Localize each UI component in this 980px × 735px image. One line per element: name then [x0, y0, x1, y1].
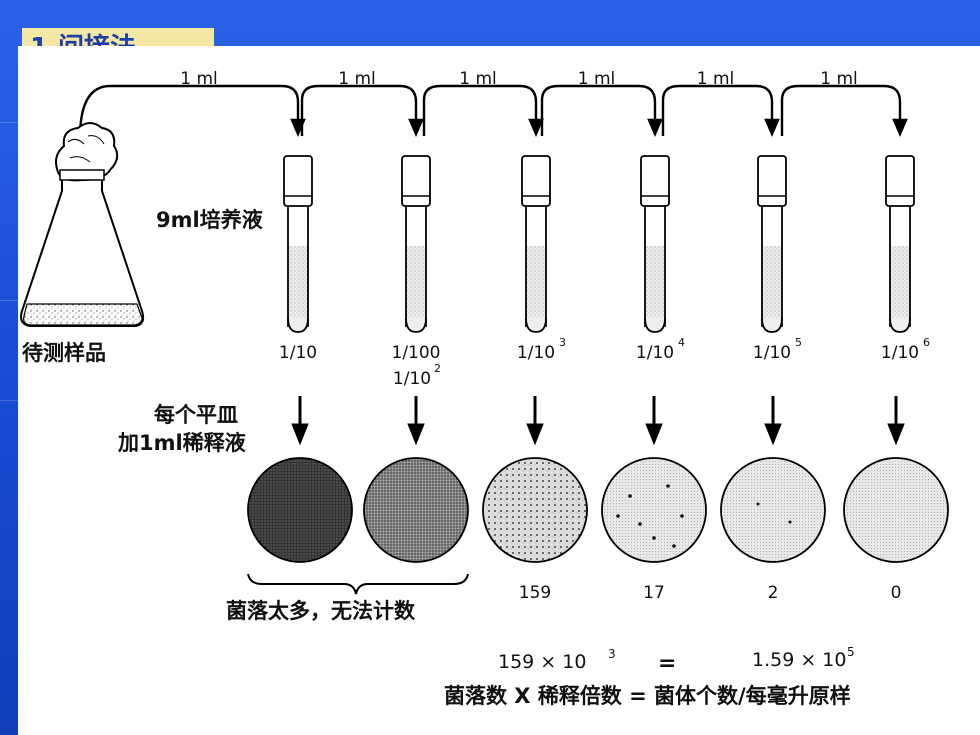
- transfer-label: 1 ml: [820, 69, 858, 89]
- dilution-exponent: 3: [559, 336, 566, 349]
- colony: [652, 536, 656, 540]
- formula-caption: 菌落数 X 稀释倍数 = 菌体个数/每毫升原样: [444, 684, 851, 708]
- down-arrowhead: [764, 423, 782, 446]
- dilution-label: 1/100: [392, 343, 441, 363]
- sample-flask-icon: [20, 122, 145, 327]
- dilution-label: 1/10: [517, 343, 555, 363]
- transfer-arrowhead: [647, 118, 663, 138]
- dilution-label: 1/10: [636, 343, 674, 363]
- dilution-label: 1/10: [881, 343, 919, 363]
- dilution-exponent: 5: [795, 336, 802, 349]
- transfer-label: 1 ml: [459, 69, 497, 89]
- petri-plate-icon: [601, 457, 707, 563]
- transfer-arrow: [661, 84, 774, 136]
- colony: [788, 520, 792, 524]
- dilution-tube-icon: [757, 155, 787, 333]
- sample-label: 待测样品: [22, 341, 106, 365]
- plate-count: 0: [891, 583, 902, 603]
- petri-plate-icon: [482, 457, 588, 563]
- formula-left-base: 159 × 10: [498, 651, 586, 673]
- transfer-arrowhead: [892, 118, 908, 138]
- plate-note-line2: 加1ml稀释液: [117, 431, 246, 455]
- formula-left-exp: 3: [608, 647, 616, 661]
- transfer-arrow: [78, 84, 300, 139]
- formula-line: 159 × 10 3 = 1.59 × 10 5: [498, 645, 855, 676]
- dilution-tube-icon: [885, 155, 915, 333]
- plate-count: 17: [643, 583, 665, 603]
- transfer-arrow: [300, 84, 418, 136]
- down-arrowhead: [407, 423, 425, 446]
- dilution-tube-icon: [521, 155, 551, 333]
- dilution-exponent: 6: [923, 336, 930, 349]
- transfer-arrow: [540, 84, 657, 136]
- formula-right-base: 1.59 × 10: [752, 649, 846, 671]
- plate-note-line1: 每个平皿: [154, 403, 238, 427]
- down-arrowhead: [645, 423, 663, 446]
- colony: [638, 522, 642, 526]
- brace: [247, 573, 469, 595]
- dilution-exponent: 4: [678, 336, 685, 349]
- transfer-label: 1 ml: [338, 69, 376, 89]
- transfer-label: 1 ml: [697, 69, 735, 89]
- dilution-alt-label: 1/10: [393, 369, 431, 389]
- too-many-label: 菌落太多，无法计数: [226, 599, 416, 623]
- transfer-arrowhead: [528, 118, 544, 138]
- colony: [616, 514, 620, 518]
- colony: [680, 514, 684, 518]
- colony: [628, 494, 632, 498]
- formula-equals: =: [658, 651, 676, 676]
- petri-plate-icon: [720, 457, 826, 563]
- petri-plate-icon: [843, 457, 949, 563]
- dilution-tube-icon: [401, 155, 431, 333]
- down-arrowhead: [291, 423, 309, 446]
- dilution-alt-exponent: 2: [434, 362, 441, 375]
- dilution-tube-icon: [640, 155, 670, 333]
- dilution-label: 1/10: [279, 343, 317, 363]
- colony: [756, 502, 760, 506]
- petri-plate-icon: [247, 457, 353, 563]
- transfer-arrowhead: [408, 118, 424, 138]
- colony: [672, 544, 676, 548]
- plate-count: 2: [768, 583, 779, 603]
- transfer-label: 1 ml: [578, 69, 616, 89]
- transfer-label: 1 ml: [180, 69, 218, 89]
- dilution-tube-icon: [283, 155, 313, 333]
- petri-plate-icon: [363, 457, 469, 563]
- formula-right-exp: 5: [847, 645, 855, 659]
- colony: [666, 484, 670, 488]
- transfer-arrow: [780, 84, 902, 136]
- transfer-arrowhead: [764, 118, 780, 138]
- plate-count: 159: [519, 583, 551, 603]
- down-arrowhead: [887, 423, 905, 446]
- dilution-label: 1/10: [753, 343, 791, 363]
- medium-label: 9ml培养液: [156, 208, 263, 232]
- down-arrowhead: [526, 423, 544, 446]
- transfer-arrow: [422, 84, 538, 136]
